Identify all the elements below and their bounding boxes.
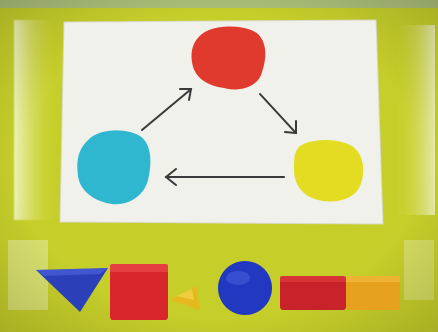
red-rectangle-block bbox=[280, 276, 346, 310]
small-yellow-triangle-block bbox=[170, 286, 200, 310]
blue-circle-block bbox=[218, 261, 272, 315]
yellow-rectangle-block bbox=[346, 276, 400, 310]
red-square-block bbox=[110, 264, 168, 320]
blue-triangle-block bbox=[36, 268, 108, 312]
